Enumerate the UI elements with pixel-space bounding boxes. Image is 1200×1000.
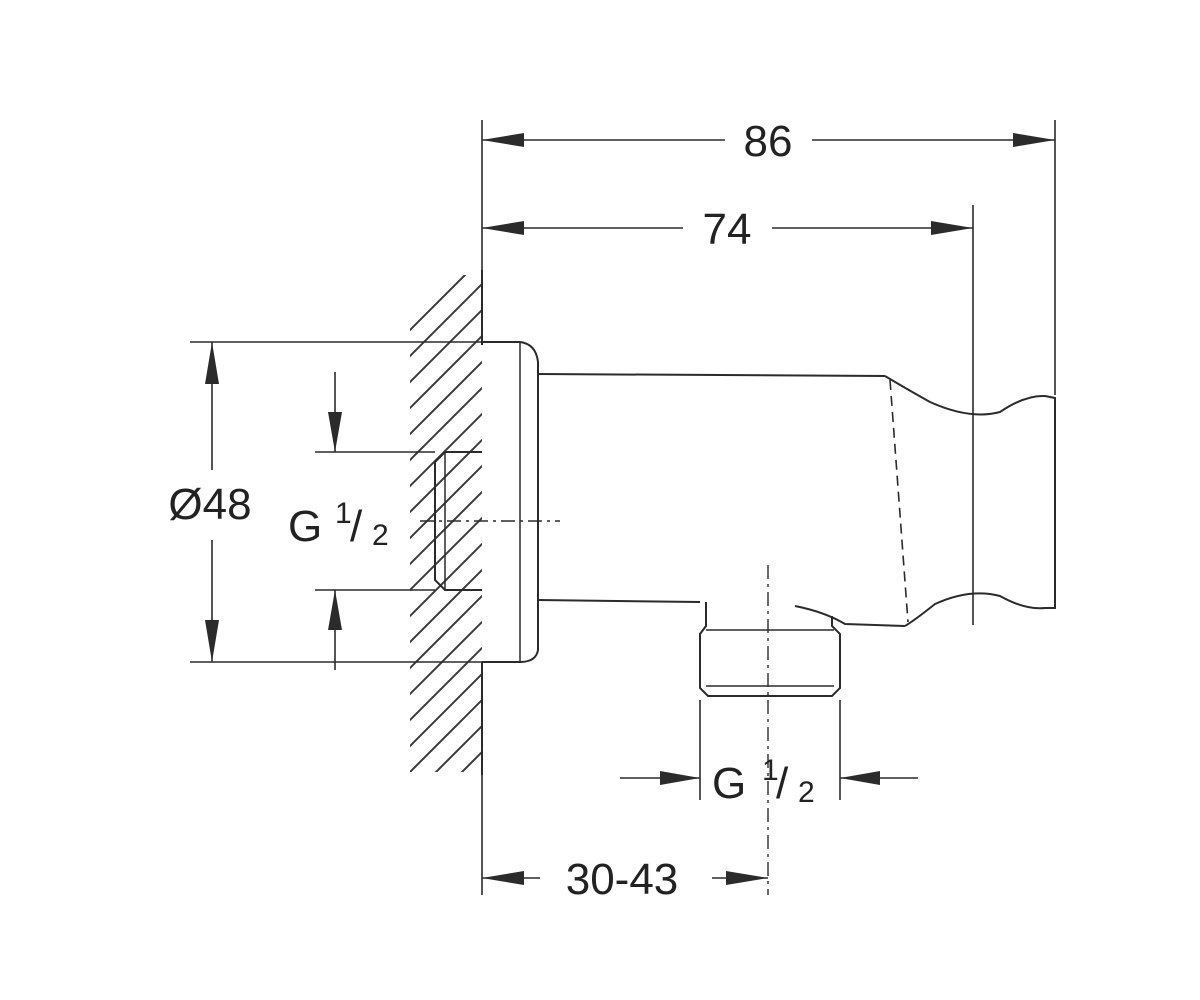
- wall-hatch-line: [400, 796, 490, 886]
- body-bottom-edge-right: [794, 605, 906, 627]
- inlet-thread-numerator: 1: [335, 497, 352, 530]
- inlet-thread-outline: [434, 451, 482, 591]
- dim-offset-range: 30-43: [482, 855, 768, 904]
- inlet-thread: [434, 451, 482, 591]
- dim-86-label: 86: [744, 117, 793, 166]
- dim-48-label: Ø48: [168, 480, 251, 529]
- dim-holder-length: 74: [482, 205, 973, 254]
- dim-inlet-arrow-top: [328, 412, 342, 452]
- wall-hatch-line: [434, 724, 482, 772]
- dim-inlet-arrow-bottom: [328, 590, 342, 630]
- outlet-thread-outline: [699, 602, 841, 697]
- dim-74-arrow-right: [931, 221, 973, 235]
- wall-hatch-line: [410, 646, 482, 722]
- dim-diameter: Ø48: [168, 342, 252, 662]
- dim-86-arrow-right: [1013, 133, 1055, 147]
- wall-rosette: [482, 341, 539, 663]
- inlet-thread-label: G: [288, 502, 322, 551]
- dim-offset-arrow-left: [482, 871, 524, 885]
- wall-outlet-body: [482, 341, 1056, 663]
- inlet-thread-slash: /: [350, 502, 363, 551]
- wall-hatch-line: [410, 672, 482, 748]
- wall-hatch-line: [410, 568, 482, 644]
- dim-86-arrow-left: [482, 133, 524, 147]
- outlet-thread-label: G: [712, 759, 746, 808]
- wall-hatch-line: [460, 750, 482, 772]
- dim-offset-label: 30-43: [566, 855, 679, 904]
- dim-overall-length: 86: [482, 117, 1055, 166]
- dim-offset-arrow-right: [726, 871, 768, 885]
- dim-74-arrow-left: [482, 221, 524, 235]
- wall-hatch-line: [410, 308, 482, 384]
- dim-outlet-arrow-left: [660, 771, 700, 785]
- dim-74-label: 74: [703, 205, 752, 254]
- body-bottom-edge-left: [537, 599, 701, 603]
- inlet-thread-prefix: G: [288, 502, 322, 551]
- transition-hidden-line: [889, 379, 909, 623]
- dim-48-arrow-bottom: [205, 620, 219, 662]
- body-top-edge: [537, 373, 886, 377]
- dim-outlet-thread: G 1 / 2: [620, 754, 918, 809]
- outlet-thread-prefix: G: [712, 759, 746, 808]
- wall-hatch-line: [410, 594, 482, 670]
- dim-inlet-thread: G 1 / 2: [288, 372, 389, 670]
- dim-48-arrow-top: [205, 342, 219, 384]
- wall-hatch-line: [410, 275, 467, 332]
- wall-hatch-line: [410, 386, 482, 462]
- wall-hatch-line: [410, 334, 482, 410]
- wall-hatch-line: [400, 770, 490, 860]
- wall-hatch-line: [410, 620, 482, 696]
- outlet-thread-slash: /: [776, 759, 789, 808]
- wall-hatch-line: [410, 282, 482, 358]
- wall-hatch-line: [410, 360, 482, 436]
- holder-saddle: [884, 375, 1056, 627]
- inlet-thread-denominator: 2: [372, 519, 389, 552]
- wall-hatch-line: [410, 698, 482, 772]
- outlet-thread-numerator: 1: [762, 754, 779, 787]
- dim-outlet-arrow-right: [840, 771, 880, 785]
- outlet-thread-denominator: 2: [798, 776, 815, 809]
- outlet-thread: [699, 602, 841, 697]
